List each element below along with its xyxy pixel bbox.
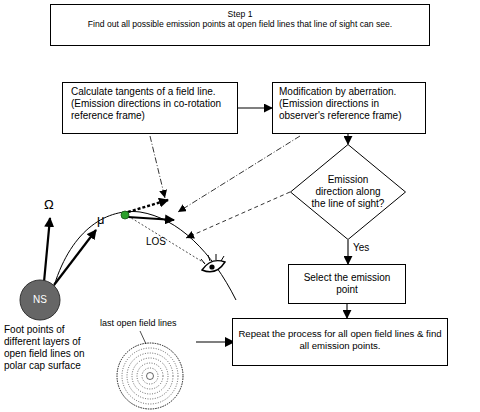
- process-box: Repeat the process for all open field li…: [232, 318, 448, 366]
- figure-label: NS: [26, 294, 54, 306]
- figure-label: last open field lines: [100, 318, 220, 329]
- eye-symbol: [202, 261, 225, 272]
- flow-arrow: [347, 134, 348, 144]
- box-text: Step 1: [55, 9, 425, 19]
- flow-arrow: [238, 107, 272, 108]
- rotation-axis-arrow: [44, 218, 50, 282]
- box-text: Repeat the process for all open field li…: [237, 328, 443, 351]
- neutron-star: [20, 280, 60, 320]
- box-subtext: Find out all possible emission points at…: [55, 19, 425, 29]
- box-text: Modification by aberration.: [279, 86, 419, 98]
- process-box: Select the emission point: [288, 264, 406, 304]
- line-of-sight: [128, 216, 206, 264]
- figure-label: LOS: [146, 236, 186, 248]
- edge-label: Yes: [353, 242, 369, 254]
- tangent-arrow: [128, 200, 168, 212]
- polar-cap-contours: [117, 343, 183, 409]
- eye-pupil: [209, 264, 214, 269]
- diamond-shape: [291, 145, 406, 240]
- leader-line: [140, 331, 146, 344]
- figure-label: Ω: [44, 197, 64, 213]
- flow-arrow: [346, 304, 347, 318]
- flow-arrow: [347, 240, 348, 264]
- flow-arrow: [196, 341, 234, 342]
- field-line: [54, 212, 236, 300]
- box-text: Emission direction along the line of sig…: [309, 174, 387, 210]
- emission-point: [121, 211, 129, 219]
- aberrated-arrow: [128, 217, 174, 220]
- process-box: Modification by aberration.(Emission dir…: [272, 82, 426, 134]
- leader-arrow: [150, 136, 165, 198]
- magnetic-axis-arrow: [54, 230, 96, 285]
- box-text: Select the emission point: [293, 272, 401, 296]
- box-text: Calculate tangents of a field line.: [71, 86, 223, 98]
- eye-lashes: [201, 254, 224, 264]
- figure-label: μ: [97, 212, 117, 228]
- figure-label: Foot points of different layers of open …: [4, 324, 92, 372]
- leader-arrow: [178, 136, 300, 212]
- box-subtext: (Emission directions in co-rotation refe…: [71, 98, 223, 122]
- process-box: Step 1Find out all possible emission poi…: [50, 4, 430, 46]
- decision-diamond: Emission direction along the line of sig…: [290, 144, 406, 240]
- leader-arrow: [186, 192, 290, 238]
- process-box: Calculate tangents of a field line.(Emis…: [62, 82, 238, 134]
- box-subtext: (Emission directions in observer's refer…: [279, 98, 419, 122]
